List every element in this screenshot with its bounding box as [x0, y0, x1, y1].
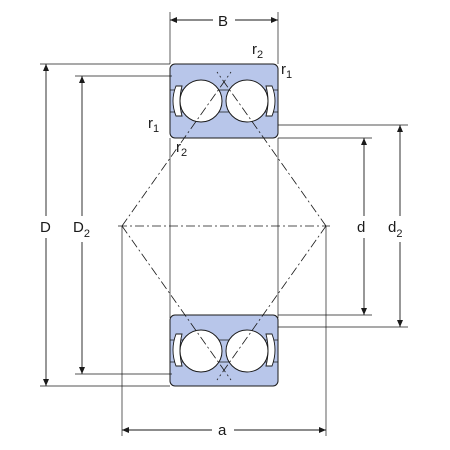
top-right-ball: [225, 79, 269, 123]
label-a: a: [218, 422, 227, 439]
label-B: B: [218, 13, 228, 30]
bore-outline: [169, 138, 279, 318]
label-D: D: [40, 219, 51, 236]
bottom-right-seal: [265, 333, 276, 367]
label-d2: d2: [388, 219, 402, 240]
label-r2-left: r2: [176, 139, 187, 159]
top-left-ball: [179, 79, 223, 123]
label-r1-left: r1: [148, 115, 159, 135]
top-bearing-section: [169, 63, 279, 139]
label-r2-top: r2: [252, 41, 263, 61]
contact-angle-lines: [118, 71, 330, 381]
label-D2: D2: [73, 219, 90, 240]
bottom-right-ball: [225, 329, 269, 373]
label-r1-top: r1: [281, 61, 292, 81]
label-d: d: [357, 219, 365, 236]
bottom-left-seal: [172, 333, 183, 367]
bottom-bearing-section: [169, 314, 279, 387]
bottom-left-ball: [179, 329, 223, 373]
top-right-seal: [265, 85, 276, 117]
extension-lines: [40, 12, 408, 436]
top-left-seal: [172, 85, 183, 117]
